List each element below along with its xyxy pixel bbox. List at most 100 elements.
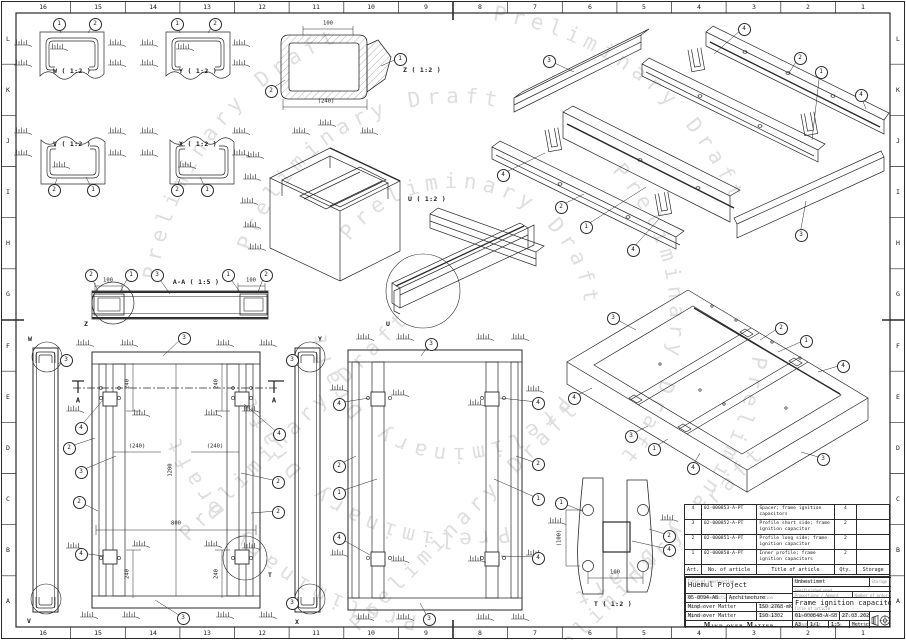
balloon: 1: [332, 486, 346, 500]
dim-fv-240-mr: (240): [206, 443, 224, 450]
title-block-proportions: Proportions / Amount: [792, 591, 852, 597]
grid-row-label: H: [6, 238, 10, 247]
title-block-tolerances: Tolerances ISO 2768-mK: [756, 602, 792, 611]
grid-row-label: B: [6, 545, 10, 554]
title-block-order: Number of order: [852, 591, 891, 597]
balloon: 2: [332, 459, 346, 473]
grid-row-label: A: [896, 596, 900, 605]
bom-header-qty: Qty.: [833, 565, 857, 574]
bom-header-title: Title of article: [756, 565, 833, 574]
projection-symbol-cell: [869, 611, 891, 628]
dim-fv-240-bl: 240: [124, 569, 131, 579]
balloon: 3: [176, 611, 190, 625]
balloon: 2: [554, 200, 568, 214]
grid-col-label: 10: [367, 2, 375, 11]
view-label-w: W ( 1:2 ): [53, 66, 91, 75]
balloon: 1: [531, 492, 545, 506]
balloon: 2: [259, 268, 273, 282]
grid-row-label: J: [896, 136, 900, 145]
designer-name: Mind over Matter: [688, 604, 737, 611]
bom-row: 3 02-000852-A-PT Profile short side; fra…: [685, 519, 889, 534]
field-label: Number of article: [794, 612, 833, 618]
dim-fv-800: 800: [171, 520, 181, 527]
grid-row-label: C: [6, 494, 10, 503]
watermark: Preliminary Draft Preliminary Draft Prel…: [138, 1, 770, 640]
grid-row-label: A: [6, 596, 10, 605]
field-label: Scale: [830, 621, 842, 627]
bom-cell-title: Profile short side; frame ignition capac…: [756, 520, 833, 534]
construction-no: 05-0094-AB: [688, 595, 719, 602]
grid-col-label: 1: [861, 628, 865, 637]
title-block-units: Units of measure Metric: [849, 620, 869, 628]
bom-cell-art: 3: [691, 521, 695, 526]
grid-row-label: C: [896, 494, 900, 503]
title-block-scale: Scale 1:5: [828, 620, 849, 628]
view-label-aa: A-A ( 1:5 ): [172, 277, 220, 286]
bom-cell-art: 4: [691, 506, 695, 511]
balloon: 3: [816, 452, 830, 466]
balloon: 4: [686, 461, 700, 475]
view-label-x: X ( 1:2 ): [179, 139, 217, 148]
bom-cell-art: 2: [691, 536, 695, 541]
grid-row-label: K: [896, 85, 900, 94]
article-no: 01-000848-A-SB: [795, 613, 838, 620]
balloon: 4: [531, 396, 545, 410]
balloon: 3: [424, 337, 438, 351]
bom-cell-title: Inner profile; frame ignition capacitors: [756, 550, 833, 564]
balloon: 3: [74, 465, 88, 479]
grid-col-label: 7: [533, 628, 537, 637]
grid-row-label: B: [896, 545, 900, 554]
grid-col-label: 8: [478, 628, 482, 637]
dim-z-width: 100: [323, 20, 333, 27]
section-letter-a: A: [75, 396, 81, 405]
grid-col-label: 11: [312, 628, 320, 637]
balloon: 1: [124, 268, 138, 282]
bom-cell-no: 02-000852-A-PT: [700, 520, 756, 534]
grid-col-label: 7: [533, 2, 537, 11]
detail-letter-x: X: [295, 617, 299, 626]
balloon: 1: [554, 496, 568, 510]
field-label: Material: [794, 578, 813, 584]
grid-col-label: 9: [424, 628, 428, 637]
title-block-article-no: Number of article 01-000848-A-SB: [792, 611, 839, 620]
grid-col-label: 2: [806, 628, 810, 637]
back-view: [337, 342, 538, 619]
field-label: Type of construction: [728, 594, 773, 600]
bom-cell-qty: 4: [833, 505, 857, 519]
detail-letter-v: V: [27, 616, 31, 625]
balloon: 3: [150, 268, 164, 282]
view-label-y: Y ( 1:2 ): [179, 66, 217, 75]
bom-cell-title: Spacer; frame ignition capacitors: [756, 505, 833, 519]
balloon: 1: [393, 52, 407, 66]
title-block-semifinished: Semifinished good: [792, 586, 891, 591]
balloon: 3: [285, 596, 299, 610]
grid-row-label: E: [6, 392, 10, 401]
tolerances: ISO 2768-mK: [759, 604, 792, 611]
bom-header-storage: Storage: [856, 565, 889, 574]
detail-letter-w: W: [28, 334, 32, 343]
grid-col-label: 3: [752, 628, 756, 637]
grid-col-label: 14: [149, 628, 157, 637]
bom-cell-no: 02-000853-A-PT: [700, 505, 756, 519]
field-label: Units of measure: [851, 621, 870, 627]
balloon: 2: [264, 84, 278, 98]
svg-text:Preliminary Draft: Preliminary Draft: [335, 169, 604, 309]
title-block: Title of construction Huemul Project No.…: [684, 576, 891, 628]
grid-col-label: 6: [588, 2, 592, 11]
grid-col-label: 10: [367, 628, 375, 637]
grid-col-label: 4: [697, 2, 701, 11]
company-logo: Mind over Matter: [685, 620, 792, 628]
dim-t-height: (100): [556, 529, 563, 547]
balloon: 3: [624, 429, 638, 443]
project-name: Huemul Project: [688, 580, 748, 589]
inner-profile-iso: [385, 222, 535, 329]
bom-cell-qty: 2: [833, 520, 857, 534]
dim-fv-1200: 1200: [167, 463, 174, 477]
detail-view-u-iso: [269, 147, 401, 282]
material: Unbestimmt: [795, 579, 826, 586]
bom-cell-no: 02-000850-A-PT: [700, 550, 756, 564]
bom-cell-no: 02-000851-A-PT: [700, 535, 756, 549]
balloon: 1: [170, 17, 184, 31]
balloon: 2: [774, 321, 788, 335]
